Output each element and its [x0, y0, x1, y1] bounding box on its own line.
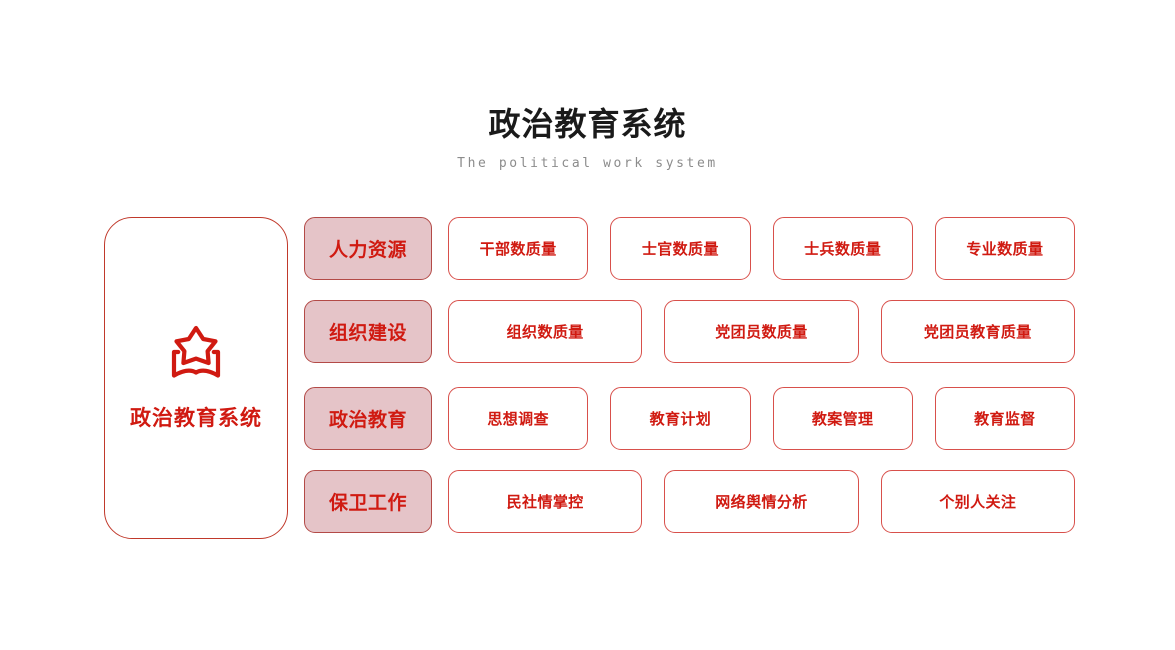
page-title: 政治教育系统 [488, 106, 687, 142]
category-political-education[interactable]: 政治教育 [304, 387, 432, 450]
category-human-resources[interactable]: 人力资源 [304, 217, 432, 280]
diagram-row: 组织建设 组织数质量 党团员数质量 党团员教育质量 [304, 300, 1075, 363]
item-online-opinion-analysis[interactable]: 网络舆情分析 [664, 470, 859, 533]
row-items: 干部数质量 士官数质量 士兵数质量 专业数质量 [448, 217, 1075, 280]
category-organization-building[interactable]: 组织建设 [304, 300, 432, 363]
page-subtitle: The political work system [457, 156, 718, 171]
page-header: 政治教育系统 The political work system [0, 104, 1175, 172]
item-education-plan[interactable]: 教育计划 [610, 387, 751, 450]
diagram-row: 保卫工作 民社情掌控 网络舆情分析 个别人关注 [304, 470, 1075, 533]
hero-label: 政治教育系统 [130, 406, 262, 430]
row-items: 思想调查 教育计划 教案管理 教育监督 [448, 387, 1075, 450]
item-ideological-survey[interactable]: 思想调查 [448, 387, 589, 450]
diagram-row: 人力资源 干部数质量 士官数质量 士兵数质量 专业数质量 [304, 217, 1075, 280]
item-party-members-quantity-quality[interactable]: 党团员数质量 [664, 300, 859, 363]
star-book-icon [165, 325, 227, 383]
item-lesson-plan-management[interactable]: 教案管理 [772, 387, 913, 450]
row-items: 组织数质量 党团员数质量 党团员教育质量 [448, 300, 1075, 363]
diagram-row: 政治教育 思想调查 教育计划 教案管理 教育监督 [304, 387, 1075, 450]
item-individual-attention[interactable]: 个别人关注 [880, 470, 1075, 533]
row-items: 民社情掌控 网络舆情分析 个别人关注 [448, 470, 1075, 533]
item-specialty-quantity-quality[interactable]: 专业数质量 [934, 217, 1075, 280]
item-organization-quantity-quality[interactable]: 组织数质量 [448, 300, 643, 363]
hero-panel[interactable]: 政治教育系统 [104, 217, 288, 539]
item-party-members-education-quality[interactable]: 党团员教育质量 [880, 300, 1075, 363]
item-ncos-quantity-quality[interactable]: 士官数质量 [610, 217, 751, 280]
item-public-sentiment-control[interactable]: 民社情掌控 [448, 470, 643, 533]
item-cadre-quantity-quality[interactable]: 干部数质量 [448, 217, 589, 280]
category-security-work[interactable]: 保卫工作 [304, 470, 432, 533]
item-soldiers-quantity-quality[interactable]: 士兵数质量 [772, 217, 913, 280]
item-education-supervision[interactable]: 教育监督 [934, 387, 1075, 450]
